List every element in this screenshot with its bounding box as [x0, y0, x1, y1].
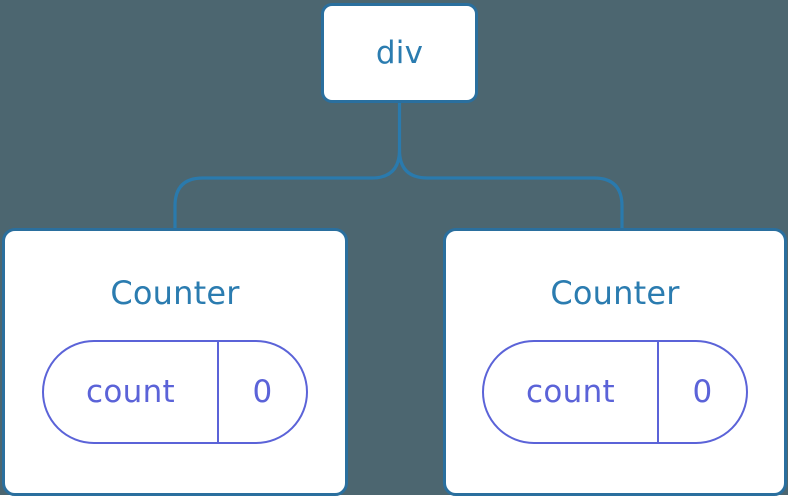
state-key-left-text: count: [86, 373, 175, 410]
state-value-right: 0: [659, 342, 746, 442]
node-counter-left-label: Counter: [110, 274, 240, 312]
connector-root-to-left: [173, 102, 402, 230]
state-key-left: count: [44, 342, 219, 442]
node-counter-right-label: Counter: [550, 274, 680, 312]
node-div[interactable]: div: [321, 3, 478, 103]
node-counter-left[interactable]: Counter count 0: [2, 228, 348, 496]
node-div-label: div: [375, 34, 424, 71]
connector-root-to-right: [397, 149, 624, 230]
node-counter-right[interactable]: Counter count 0: [443, 228, 787, 496]
state-pill-right[interactable]: count 0: [482, 340, 748, 444]
state-value-left-text: 0: [252, 373, 273, 410]
state-value-right-text: 0: [692, 373, 713, 410]
state-key-right: count: [484, 342, 659, 442]
state-pill-left[interactable]: count 0: [42, 340, 308, 444]
state-key-right-text: count: [526, 373, 615, 410]
state-value-left: 0: [219, 342, 306, 442]
